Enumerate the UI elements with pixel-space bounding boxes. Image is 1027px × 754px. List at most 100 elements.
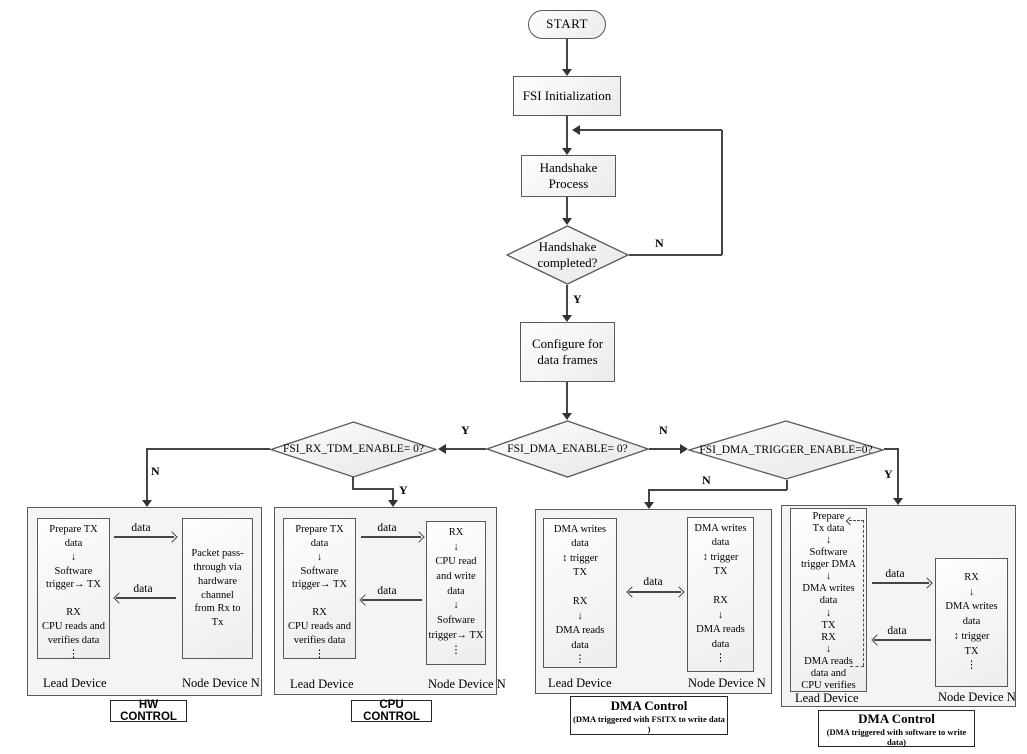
connector xyxy=(566,382,568,413)
data-arrow xyxy=(114,536,174,538)
dma-sw-subtitle: (DMA triggered with software to write da… xyxy=(826,726,967,747)
node-device-label: Node Device N xyxy=(182,676,260,690)
connector xyxy=(352,488,393,490)
diamond-shape xyxy=(270,421,437,478)
fsi-dma-enable-decision: FSI_DMA_ENABLE= 0? xyxy=(486,420,649,478)
connector xyxy=(446,448,486,450)
dma-sw-node-steps: RX ↓ DMA writes data ↕ trigger TX ⋮ xyxy=(945,572,998,672)
diamond-shape xyxy=(506,225,629,285)
branch-label-n: N xyxy=(659,423,668,437)
cpu-lead-device-box: Prepare TX data ↓ Software trigger→ TX R… xyxy=(283,518,356,659)
branch-label-n: N xyxy=(702,473,711,487)
cpu-control-title: CPU CONTROL xyxy=(363,699,420,723)
connector xyxy=(146,448,148,500)
dma-fsitx-lead-device-box: DMA writes data ↕ trigger TX RX ↓ DMA re… xyxy=(543,518,617,668)
connector xyxy=(566,197,568,218)
dma-fsitx-title-box: DMA Control (DMA triggered with FSITX to… xyxy=(570,696,728,735)
cpu-control-title-box: CPU CONTROL xyxy=(351,699,432,723)
node-device-label: Node Device N xyxy=(428,677,506,691)
handshake-completed-label: Handshake completed? xyxy=(537,238,598,270)
data-arrow xyxy=(116,597,176,599)
data-label: data xyxy=(643,576,663,588)
data-label: data xyxy=(131,522,151,534)
fsi-initialization-label: FSI Initialization xyxy=(522,87,612,103)
handshake-process-step: Handshake Process xyxy=(521,155,616,197)
connector xyxy=(649,448,680,450)
hw-control-title: HW CONTROL xyxy=(120,699,177,723)
connector xyxy=(146,448,270,450)
start-terminator: START xyxy=(528,10,606,39)
dma-fsitx-subtitle: (DMA triggered with FSITX to write data … xyxy=(573,713,725,734)
fsi-initialization-step: FSI Initialization xyxy=(513,76,621,116)
data-label: data xyxy=(377,585,397,597)
dashed-loop-line xyxy=(863,520,864,666)
fsi-dma-trigger-enable-label: FSI_DMA_TRIGGER_ENABLE=0? xyxy=(699,443,873,456)
data-label: data xyxy=(377,522,397,534)
dashed-loop-line xyxy=(850,666,864,667)
node-device-label: Node Device N xyxy=(688,676,766,690)
connector xyxy=(897,448,899,498)
fsi-dma-enable-label: FSI_DMA_ENABLE= 0? xyxy=(507,442,628,455)
diamond-shape xyxy=(688,420,884,480)
dma-fsitx-node-device-box: DMA writes data ↕ trigger TX RX ↓ DMA re… xyxy=(687,517,754,672)
data-arrow xyxy=(872,582,929,584)
connector xyxy=(648,489,787,491)
fsi-rx-tdm-enable-decision: FSI_RX_TDM_ENABLE= 0? xyxy=(270,421,437,478)
cpu-node-steps: RX ↓ CPU read and write data ↓ Software … xyxy=(428,527,484,656)
connector xyxy=(629,254,722,256)
data-label: data xyxy=(885,568,905,580)
dma-sw-title-box: DMA Control (DMA triggered with software… xyxy=(818,710,975,747)
connector xyxy=(352,477,354,490)
dma-sw-lead-steps: Prepare Tx data ↓ Software trigger DMA ↓… xyxy=(800,511,857,691)
arrowhead-left-icon xyxy=(572,125,580,135)
branch-label-y: Y xyxy=(573,292,582,306)
connector xyxy=(580,129,722,131)
connector xyxy=(566,116,568,148)
cpu-node-device-box: RX ↓ CPU read and write data ↓ Software … xyxy=(426,521,486,665)
hw-lead-steps: Prepare TX data ↓ Software trigger→ TX R… xyxy=(42,524,105,659)
hw-lead-device-box: Prepare TX data ↓ Software trigger→ TX R… xyxy=(37,518,110,659)
data-arrow xyxy=(629,591,681,593)
node-device-label: Node Device N xyxy=(938,690,1016,704)
arrowhead-down-icon xyxy=(562,148,572,155)
dma-sw-title: DMA Control xyxy=(858,710,935,726)
arrowhead-down-icon xyxy=(142,500,152,507)
branch-label-n: N xyxy=(655,236,664,250)
fsi-dma-trigger-enable-decision: FSI_DMA_TRIGGER_ENABLE=0? xyxy=(688,420,884,480)
cpu-lead-steps: Prepare TX data ↓ Software trigger→ TX R… xyxy=(288,524,351,659)
lead-device-label: Lead Device xyxy=(290,677,354,691)
data-arrow xyxy=(874,639,931,641)
dma-fsitx-title: DMA Control xyxy=(610,697,688,713)
data-arrow xyxy=(362,599,422,601)
branch-label-n: N xyxy=(151,464,160,478)
handshake-process-label: Handshake Process xyxy=(539,159,598,191)
arrowhead-down-icon xyxy=(893,498,903,505)
hw-node-steps: Packet pass- through via hardware channe… xyxy=(191,547,244,629)
dma-fsitx-lead-steps: DMA writes data ↕ trigger TX RX ↓ DMA re… xyxy=(553,524,607,666)
connector xyxy=(648,489,650,502)
connector xyxy=(566,285,568,315)
arrowhead-down-icon xyxy=(644,502,654,509)
start-label: START xyxy=(546,16,588,32)
connector xyxy=(721,130,723,255)
arrowhead-down-icon xyxy=(562,413,572,420)
dashed-loop-line xyxy=(849,520,864,521)
branch-label-y: Y xyxy=(399,483,408,497)
branch-label-y: Y xyxy=(884,467,893,481)
arrowhead-down-icon xyxy=(562,315,572,322)
dma-sw-lead-device-box: Prepare Tx data ↓ Software trigger DMA ↓… xyxy=(790,508,867,692)
dma-fsitx-node-steps: DMA writes data ↕ trigger TX RX ↓ DMA re… xyxy=(694,523,747,665)
dma-sw-node-device-box: RX ↓ DMA writes data ↕ trigger TX ⋮ xyxy=(935,558,1008,687)
connector xyxy=(884,448,898,450)
lead-device-label: Lead Device xyxy=(43,676,107,690)
hw-node-device-box: Packet pass- through via hardware channe… xyxy=(182,518,253,659)
arrowhead-right-icon xyxy=(680,444,688,454)
lead-device-label: Lead Device xyxy=(548,676,612,690)
configure-data-frames-step: Configure for data frames xyxy=(520,322,615,382)
configure-data-frames-label: Configure for data frames xyxy=(531,335,604,367)
arrowhead-down-icon xyxy=(562,69,572,76)
handshake-completed-decision: Handshake completed? xyxy=(506,225,629,285)
fsi-rx-tdm-enable-label: FSI_RX_TDM_ENABLE= 0? xyxy=(283,443,424,456)
hw-control-title-box: HW CONTROL xyxy=(110,699,187,723)
